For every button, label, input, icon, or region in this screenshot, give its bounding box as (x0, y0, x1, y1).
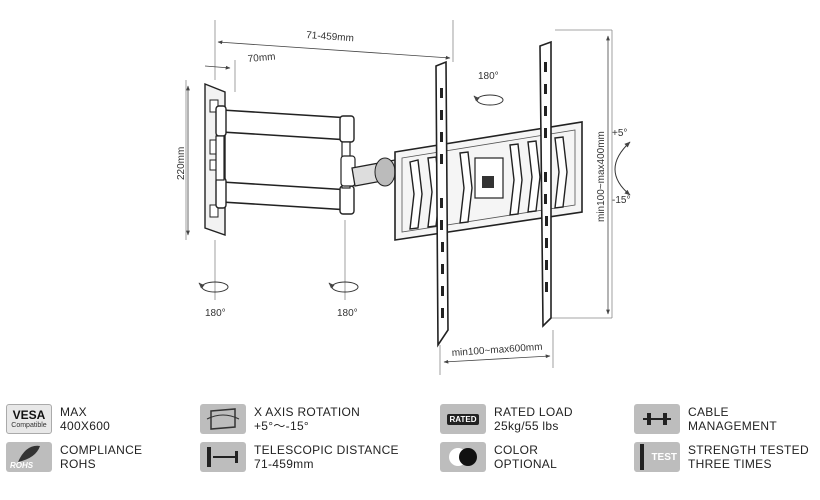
wall-offset-label: 70mm (247, 52, 276, 65)
feature-strength-test: TEST STRENGTH TESTED THREE TIMES (634, 440, 809, 474)
feature-cable-line2: MANAGEMENT (688, 419, 778, 433)
strength-test-icon: TEST (634, 442, 680, 472)
rotation-indicators (198, 94, 631, 293)
feature-telescopic-line2: 71-459mm (254, 457, 314, 471)
feature-rotation-line2: +5°～-15° (254, 419, 310, 433)
feature-rohs-line1: COMPLIANCE (60, 443, 143, 457)
rohs-icon-text: ROHS (10, 461, 34, 470)
swivel-left-label: 180° (205, 308, 226, 319)
arm-extension-label: 71-459mm (306, 30, 354, 44)
vesa-icon-subtext: Compatible (11, 421, 47, 429)
feature-cable-line1: CABLE (688, 405, 729, 419)
upper-arm (215, 105, 355, 143)
swivel-joint (351, 157, 399, 187)
rated-load-icon-text: RATED (446, 413, 480, 425)
wall-plate-height-label: 220mm (176, 147, 187, 180)
tilt-plate (394, 121, 583, 241)
vesa-icon-text: VESA (12, 407, 46, 422)
arm-posts (215, 135, 356, 189)
feature-telescopic-line1: TELESCOPIC DISTANCE (254, 443, 399, 457)
feature-rohs-line2: ROHS (60, 457, 96, 471)
x-axis-rotation-icon (200, 404, 246, 434)
swivel-top-label: 180° (478, 71, 499, 82)
mount-technical-drawing: 71-459mm 70mm 220mm min100~max400mm min1… (176, 20, 631, 375)
dimension-arrows (186, 35, 610, 364)
feature-strength-line2: THREE TIMES (688, 457, 772, 471)
feature-rated-load-line1: RATED LOAD (494, 405, 573, 419)
rated-load-icon: RATED (440, 404, 486, 434)
cable-management-icon (634, 404, 680, 434)
feature-rotation-line1: X AXIS ROTATION (254, 405, 361, 419)
feature-rohs: ROHS COMPLIANCE ROHS (6, 440, 142, 474)
feature-rated-load: RATED RATED LOAD 25kg/55 lbs (440, 402, 573, 436)
feature-rated-load-line2: 25kg/55 lbs (494, 419, 559, 433)
extension-lines (185, 20, 613, 375)
feature-cable-management: CABLE MANAGEMENT (634, 402, 777, 436)
feature-strength-line1: STRENGTH TESTED (688, 443, 809, 457)
vesa-horizontal-label: min100~max600mm (451, 342, 542, 359)
rohs-icon: ROHS (6, 442, 52, 472)
feature-vesa-line2: 400X600 (60, 419, 111, 433)
tilt-down-label: -15° (612, 195, 630, 206)
vesa-icon: VESA Compatible (6, 404, 52, 434)
vesa-vertical-label: min100~max400mm (596, 131, 607, 222)
color-icon (440, 442, 486, 472)
left-vesa-rail (435, 60, 449, 348)
feature-telescopic: TELESCOPIC DISTANCE 71-459mm (200, 440, 399, 474)
right-vesa-rail (539, 40, 552, 328)
swivel-middle-label: 180° (337, 308, 358, 319)
feature-color-line1: COLOR (494, 443, 539, 457)
feature-x-axis-rotation: X AXIS ROTATION +5°～-15° (200, 402, 360, 436)
strength-test-icon-text: TEST (651, 451, 677, 463)
feature-vesa-line1: MAX (60, 405, 87, 419)
feature-color-line2: OPTIONAL (494, 457, 558, 471)
tilt-up-label: +5° (612, 128, 627, 139)
telescopic-distance-icon (200, 442, 246, 472)
feature-color: COLOR OPTIONAL (440, 440, 557, 474)
feature-vesa: VESA Compatible MAX 400X600 (6, 402, 110, 436)
lower-arm (215, 177, 355, 215)
